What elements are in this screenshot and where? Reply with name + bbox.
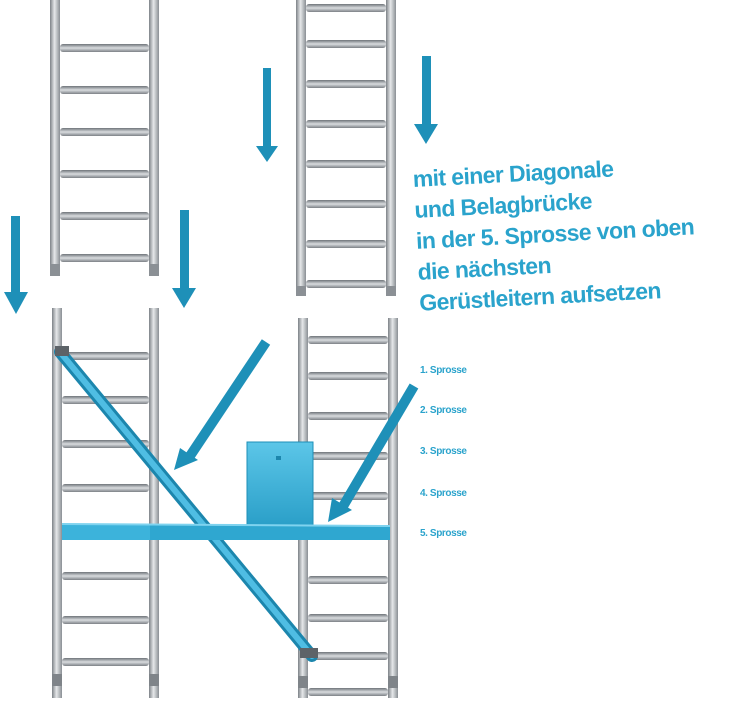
ladder-foot (50, 264, 60, 276)
ladder-rung (62, 572, 149, 580)
ladder-coupler (149, 674, 159, 686)
ladder-rail (388, 318, 398, 698)
ladder-rung (306, 160, 386, 168)
ladder-rung (62, 352, 149, 360)
ladder-foot (296, 286, 306, 296)
ladder-rung (60, 86, 149, 94)
bridge-handle (276, 456, 281, 460)
ladder-rung (306, 80, 386, 88)
diagonal-arrow-to-fifth-rung (328, 383, 419, 522)
ladder-coupler (388, 676, 398, 688)
rung-label-3: 3. Sprosse (420, 446, 467, 457)
ladder-rung (308, 652, 388, 660)
down-arrow (4, 216, 28, 314)
ladder-rail (386, 0, 396, 288)
ladder-rung (62, 484, 149, 492)
bridge-deck-left (62, 524, 150, 540)
ladder-rung (308, 412, 388, 420)
ladder-rung (60, 170, 149, 178)
rung-label-5: 5. Sprosse (420, 528, 467, 539)
assembly-instruction: mit einer Diagonale und Belagbrücke in d… (412, 148, 731, 319)
ladder-rail (50, 0, 60, 268)
ladder-rung (306, 200, 386, 208)
down-arrow (414, 56, 438, 144)
down-arrow (172, 210, 196, 308)
upper-left-ladder (50, 0, 159, 276)
rung-label-4: 4. Sprosse (420, 488, 467, 499)
upper-right-ladder (296, 0, 396, 296)
ladder-rung (306, 120, 386, 128)
diagonal-brace (54, 346, 318, 662)
ladder-rung (62, 658, 149, 666)
ladder-coupler (298, 676, 308, 688)
down-arrow (256, 68, 278, 162)
bridge-deck (150, 524, 390, 540)
platform-bridge (61, 441, 391, 540)
ladder-rung (308, 336, 388, 344)
diagonal-clamp (55, 346, 69, 356)
ladder-rung (306, 40, 386, 48)
ladder-rung (308, 688, 388, 696)
ladder-foot (149, 264, 159, 276)
ladder-rung (308, 372, 388, 380)
ladder-coupler (52, 674, 62, 686)
ladder-rung (308, 614, 388, 622)
rung-label-1: 1. Sprosse (420, 365, 467, 376)
ladder-rung (60, 128, 149, 136)
diagonal-arrow-to-bridge (174, 339, 271, 470)
ladder-rung (306, 280, 386, 288)
ladder-foot (386, 286, 396, 296)
rung-label-2: 2. Sprosse (420, 405, 467, 416)
bridge-hatch-board (246, 441, 314, 527)
ladder-rung (60, 212, 149, 220)
ladder-rung (306, 240, 386, 248)
ladder-rung (62, 616, 149, 624)
ladder-rail (52, 308, 62, 698)
ladder-rung (60, 254, 149, 262)
ladder-rung (306, 4, 386, 12)
ladder-rung (308, 576, 388, 584)
ladder-rail (149, 0, 159, 268)
ladder-rail (296, 0, 306, 288)
diagonal-clamp (300, 648, 318, 658)
ladder-rail (149, 308, 159, 698)
ladder-rung (60, 44, 149, 52)
